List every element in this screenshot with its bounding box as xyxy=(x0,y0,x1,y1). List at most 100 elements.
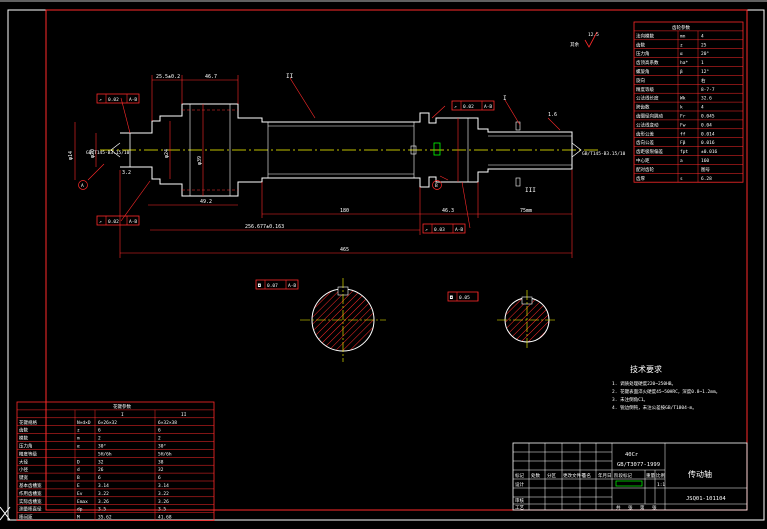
tb-role-2: 工艺 xyxy=(515,505,524,511)
label-i: I xyxy=(503,95,507,102)
roughness-note: 其余 12.5 xyxy=(570,31,599,48)
gear-table-row: 旋向右 xyxy=(636,77,706,84)
svg-text:键宽: 键宽 xyxy=(19,474,28,481)
svg-text:ha*: ha* xyxy=(680,60,688,66)
svg-text:4: 4 xyxy=(701,105,704,111)
svg-text:6: 6 xyxy=(98,428,101,434)
label-iii: III xyxy=(525,187,536,194)
svg-text:3.26: 3.26 xyxy=(158,499,169,505)
svg-text:Fw: Fw xyxy=(680,122,686,128)
tolerance-value: 0.07 xyxy=(267,283,278,289)
svg-text:右: 右 xyxy=(701,77,706,84)
svg-text:25: 25 xyxy=(701,42,707,48)
svg-text:30°: 30° xyxy=(98,444,106,450)
svg-text:3.5: 3.5 xyxy=(158,507,166,513)
dim-shaft-dia: φ24 xyxy=(164,149,170,158)
center-hole-right: GB/T145-B3.15/10 xyxy=(582,151,626,157)
tech-notes-title: 技术要求 xyxy=(630,364,662,374)
svg-text:160: 160 xyxy=(701,158,709,164)
tolerance-value: 0.05 xyxy=(459,295,470,301)
tolerance-datum: A-B xyxy=(455,227,463,233)
gear-table-row: 配对齿轮图号 xyxy=(636,166,710,173)
tolerance-value: 0.02 xyxy=(108,97,119,103)
svg-text:3.14: 3.14 xyxy=(98,483,109,489)
svg-text:中心距: 中心距 xyxy=(636,157,650,164)
svg-text:公法线长度: 公法线长度 xyxy=(636,95,659,102)
svg-text:II: II xyxy=(181,412,187,418)
svg-text:2: 2 xyxy=(158,436,161,442)
tech-note-3: 3. 未注倒角C1。 xyxy=(612,396,648,403)
svg-text:0.04: 0.04 xyxy=(701,122,712,128)
svg-text:2: 2 xyxy=(98,436,101,442)
svg-text:Ev: Ev xyxy=(77,491,83,497)
dimension-lines xyxy=(74,75,573,258)
svg-text:6: 6 xyxy=(158,475,161,481)
svg-text:6.28: 6.28 xyxy=(701,176,712,182)
tolerance-datum: A-B xyxy=(129,219,137,225)
svg-text:m: m xyxy=(77,437,80,442)
svg-text:齿距极限偏差: 齿距极限偏差 xyxy=(636,148,663,155)
svg-text:3.22: 3.22 xyxy=(158,491,169,497)
svg-text:配对齿轮: 配对齿轮 xyxy=(636,166,654,173)
roughness-a: 1.6 xyxy=(548,112,557,118)
dim-left-dia2: φ20 xyxy=(90,149,96,158)
tolerance-datum: A-B xyxy=(129,97,137,103)
ucs-cross-icon xyxy=(0,506,11,521)
svg-text:测量棒直径: 测量棒直径 xyxy=(19,506,42,513)
svg-text:基本齿槽宽: 基本齿槽宽 xyxy=(19,482,42,489)
datum-a-marker: A xyxy=(78,180,88,190)
tolerance-datum: A-B xyxy=(484,104,492,110)
dim-len-small: 49.2 xyxy=(200,199,212,205)
svg-text:38: 38 xyxy=(158,459,164,465)
tolerance-symbol: ◘ xyxy=(450,295,453,301)
svg-text:N×d×D: N×d×D xyxy=(77,420,91,426)
dim-len-total-a: 256.677±0.163 xyxy=(245,224,284,230)
svg-text:α: α xyxy=(77,445,80,450)
svg-text:螺旋角: 螺旋角 xyxy=(636,68,650,75)
dim-len-total: 465 xyxy=(340,247,349,253)
tb-stage-2: 比例 xyxy=(656,472,665,479)
dim-len-right: 75mm xyxy=(520,208,532,214)
tech-note-4: 4. 锐边倒钝，未注公差按GB/T1804-m。 xyxy=(612,404,697,411)
dim-left-dia: φ14 xyxy=(68,151,74,160)
svg-text:E: E xyxy=(77,483,80,489)
svg-text:5H/6h: 5H/6h xyxy=(158,451,172,457)
svg-text:精度等级: 精度等级 xyxy=(636,86,654,93)
svg-text:Wk: Wk xyxy=(680,96,686,102)
svg-text:其余: 其余 xyxy=(570,41,579,48)
svg-text:32: 32 xyxy=(98,459,104,465)
svg-text:齿顶高系数: 齿顶高系数 xyxy=(636,59,659,66)
svg-text:齿厚: 齿厚 xyxy=(636,176,645,182)
section-view-spline xyxy=(497,290,557,350)
svg-text:0.014: 0.014 xyxy=(701,131,715,137)
svg-text:30°: 30° xyxy=(158,444,166,450)
tb-header-1: 处数 xyxy=(531,472,540,479)
tech-note-2: 2. 花键表面淬火硬度45~50HRC，深度0.8~1.2mm。 xyxy=(612,388,720,395)
svg-text:41.68: 41.68 xyxy=(158,515,172,521)
svg-text:B: B xyxy=(77,475,80,481)
svg-text:3.22: 3.22 xyxy=(98,491,109,497)
svg-text:0.045: 0.045 xyxy=(701,114,715,120)
svg-text:3.5: 3.5 xyxy=(98,507,106,513)
tb-standard: GB/T3077-1999 xyxy=(617,462,660,468)
tb-role-0: 设计 xyxy=(515,481,524,488)
tb-sheet-1: 张 xyxy=(628,504,633,511)
svg-text:ff: ff xyxy=(680,131,686,137)
